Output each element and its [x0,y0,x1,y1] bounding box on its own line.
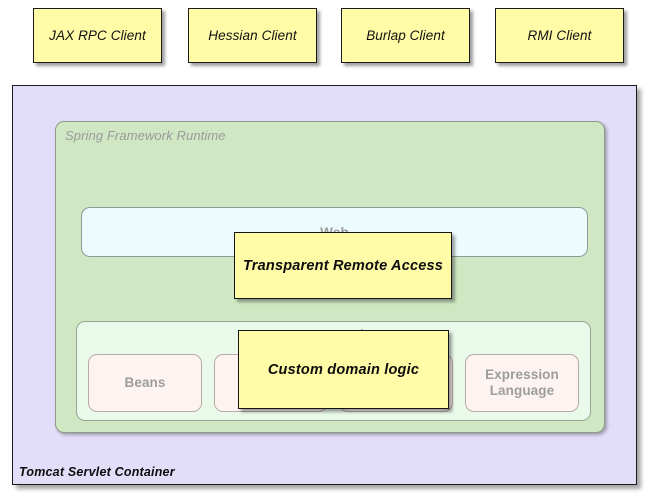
spring-runtime-label: Spring Framework Runtime [65,128,226,143]
client-row: JAX RPC Client Hessian Client Burlap Cli… [0,0,647,78]
client-label: JAX RPC Client [49,28,146,43]
client-label: Burlap Client [366,28,445,43]
custom-domain-logic-box[interactable]: Custom domain logic [238,330,449,409]
overlay-label: Transparent Remote Access [242,257,444,274]
jax-rpc-client-box[interactable]: JAX RPC Client [33,8,162,63]
rmi-client-box[interactable]: RMI Client [495,8,624,63]
client-label: Hessian Client [208,28,297,43]
tomcat-servlet-container-label: Tomcat Servlet Container [19,465,175,479]
client-label: RMI Client [527,28,592,43]
transparent-remote-access-box[interactable]: Transparent Remote Access [234,232,452,299]
overlay-label: Custom domain logic [267,361,420,378]
hessian-client-box[interactable]: Hessian Client [188,8,317,63]
tomcat-servlet-container: Spring Framework Runtime Web Core Contai… [12,85,637,485]
core-module-label: Beans [124,374,166,390]
burlap-client-box[interactable]: Burlap Client [341,8,470,63]
core-module-beans[interactable]: Beans [88,354,202,412]
